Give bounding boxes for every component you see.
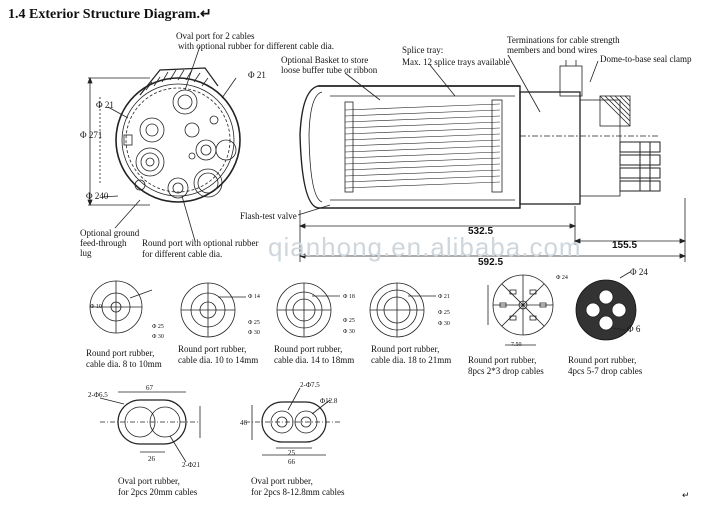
dim-d750: 7.50 [511,342,522,348]
dim-phi21-left: Φ 21 [96,100,114,110]
label-round-port-2: for different cable dia. [142,249,223,259]
dim-d6: Φ 6 [627,324,641,334]
dim-d30b: Φ 30 [248,330,260,336]
caption-round-1a: Round port rubber, [86,348,155,358]
label-dome-clamp: Dome-to-base seal clamp [600,54,692,64]
end-view-drawing [87,45,241,242]
dim-592-5: 592.5 [478,257,504,268]
caption-round-4a: Round port rubber, [371,344,440,354]
caption-round-6b: 4pcs 5-7 drop cables [568,366,643,376]
dim-26: 26 [148,455,155,463]
dim-67: 67 [146,384,153,392]
label-oval-port: Oval port for 2 cables [176,31,255,41]
dim-2-phi7-5: 2-Φ7.5 [300,381,320,389]
oval-rubber-2 [245,387,340,456]
dim-d25d: Φ 25 [438,310,450,316]
caption-oval-1a: Oval port rubber, [118,476,180,486]
dim-phi240: Φ 240 [86,191,109,201]
dim-d25a: Φ 25 [152,324,164,330]
label-splice-2: Max. 12 splice trays available [402,57,510,67]
side-view-drawing [297,54,687,262]
dim-phi21-top: Φ 21 [248,70,266,80]
caption-round-3b: cable dia. 14 to 18mm [274,355,355,365]
dim-d24a: Φ 24 [556,275,568,281]
dim-46: 46 [240,419,247,427]
label-basket: Optional Basket to store [281,55,369,65]
dim-d10: Φ 10 [90,304,102,310]
label-round-port: Round port with optional rubber [142,238,259,248]
label-splice: Splice tray: [402,45,444,55]
dim-d25b: Φ 25 [248,320,260,326]
round-rubber-6 [575,271,637,341]
dim-d18: Φ 18 [343,294,355,300]
caption-round-2b: cable dia. 10 to 14mm [178,355,259,365]
dim-d30a: Φ 30 [152,334,164,340]
dim-532-5: 532.5 [468,226,494,237]
dim-66: 66 [288,458,295,466]
label-oval-port-2: with optional rubber for different cable… [178,41,335,51]
dim-2-phi6-5: 2-Φ6.5 [88,391,108,399]
round-rubber-5 [487,274,554,346]
page-title: 1.4 Exterior Structure Diagram.↵ [8,7,212,22]
watermark: qianhong.en.alibaba.com [268,232,582,262]
dim-2-phi21: 2-Φ21 [182,461,200,469]
label-flash-test-valve: Flash-test valve [240,211,297,221]
round-rubber-1 [89,280,153,334]
dim-155-5: 155.5 [612,240,638,251]
dim-d30c: Φ 30 [343,329,355,335]
round-rubber-3 [276,282,340,338]
oval-rubber-1 [99,391,201,463]
dim-phi12-8: Φ12.8 [320,397,338,405]
dim-25: 25 [288,449,295,457]
label-terminations-2: members and bond wires [507,45,598,55]
return-mark: ↵ [682,490,690,500]
dim-d14: Φ 14 [248,294,260,300]
label-ground-3: lug [80,248,92,258]
caption-round-2a: Round port rubber, [178,344,247,354]
label-basket-2: loose buffer tube or ribbon [281,65,378,75]
dim-d24b: Φ 24 [630,267,648,277]
caption-oval-2b: for 2pcs 8-12.8mm cables [251,487,345,497]
caption-round-6a: Round port rubber, [568,355,637,365]
dim-d21: Φ 21 [438,294,450,300]
caption-oval-2a: Oval port rubber, [251,476,313,486]
caption-round-4b: cable dia. 18 to 21mm [371,355,452,365]
caption-round-5a: Round port rubber, [468,355,537,365]
label-terminations: Terminations for cable strength [507,35,620,45]
round-rubber-4 [369,282,436,338]
label-ground: Optional ground [80,228,140,238]
caption-round-3a: Round port rubber, [274,344,343,354]
dim-phi271: Φ 271 [80,130,103,140]
caption-round-1b: cable dia. 8 to 10mm [86,359,162,369]
dim-d25c: Φ 25 [343,318,355,324]
caption-round-5b: 8pcs 2*3 drop cables [468,366,544,376]
label-ground-2: feed-through [80,238,127,248]
dim-d30d: Φ 30 [438,321,450,327]
round-rubber-2 [180,282,246,338]
caption-oval-1b: for 2pcs 20mm cables [118,487,198,497]
